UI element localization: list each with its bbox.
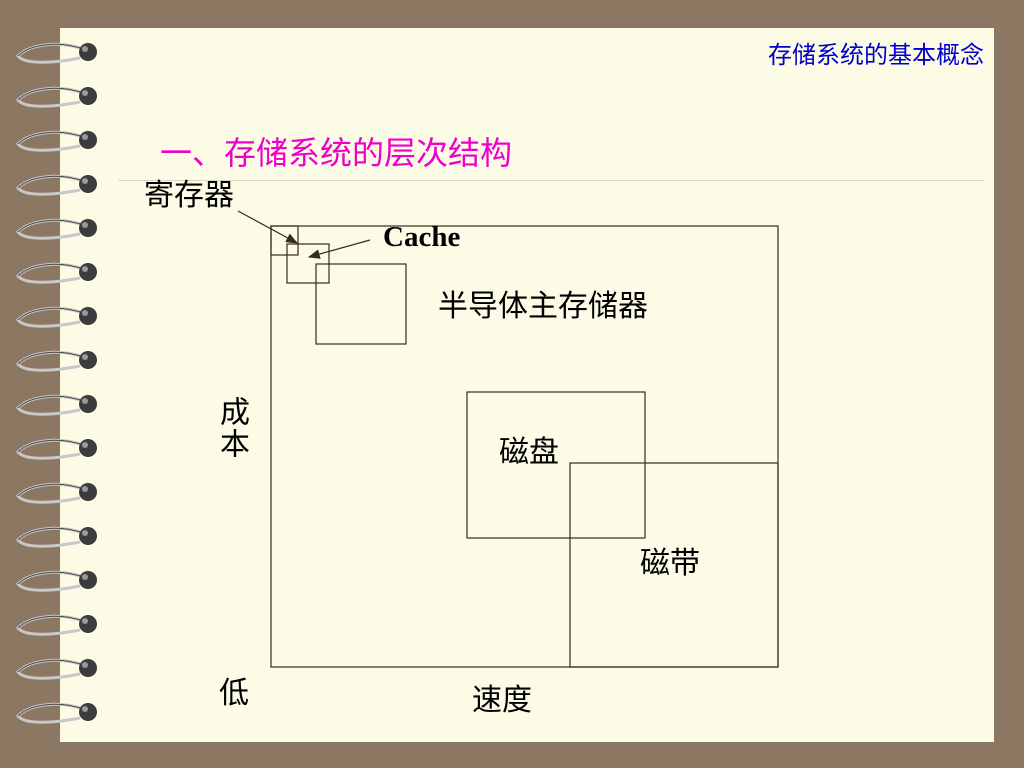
register-label: 寄存器 — [144, 178, 234, 213]
main-memory-label: 半导体主存储器 — [438, 289, 648, 324]
disk-label: 磁盘 — [499, 435, 559, 470]
speed-axis-label: 速度 — [472, 683, 532, 718]
spiral-ring — [16, 130, 97, 152]
spiral-ring — [16, 658, 97, 680]
main-memory-box — [315, 263, 407, 345]
spiral-ring — [16, 438, 97, 460]
disk-box — [466, 391, 646, 539]
outer-frame — [270, 225, 779, 668]
spiral-ring — [16, 262, 97, 284]
spiral-ring — [16, 570, 97, 592]
spiral-ring — [16, 42, 97, 64]
spiral-ring — [16, 482, 97, 504]
spiral-ring — [16, 702, 97, 724]
cost-axis-label: 成本 — [214, 396, 249, 460]
spiral-ring — [16, 86, 97, 108]
cache-label: Cache — [383, 221, 461, 253]
slide-corner-title: 存储系统的基本概念 — [768, 41, 984, 69]
spiral-binding — [16, 42, 97, 724]
spiral-ring — [16, 350, 97, 372]
register-box — [270, 225, 299, 256]
heading-divider — [118, 180, 984, 181]
spiral-ring — [16, 174, 97, 196]
low-label: 低 — [219, 676, 249, 711]
spiral-ring — [16, 218, 97, 240]
spiral-ring — [16, 394, 97, 416]
cache-arrow — [307, 239, 371, 259]
page-heading: 一、存储系统的层次结构 — [160, 134, 513, 172]
spiral-ring — [16, 614, 97, 636]
tape-label: 磁带 — [640, 546, 700, 581]
spiral-ring — [16, 526, 97, 548]
register-arrow — [237, 210, 299, 244]
notebook-page — [60, 28, 994, 742]
spiral-ring — [16, 306, 97, 328]
tape-box — [569, 462, 779, 668]
